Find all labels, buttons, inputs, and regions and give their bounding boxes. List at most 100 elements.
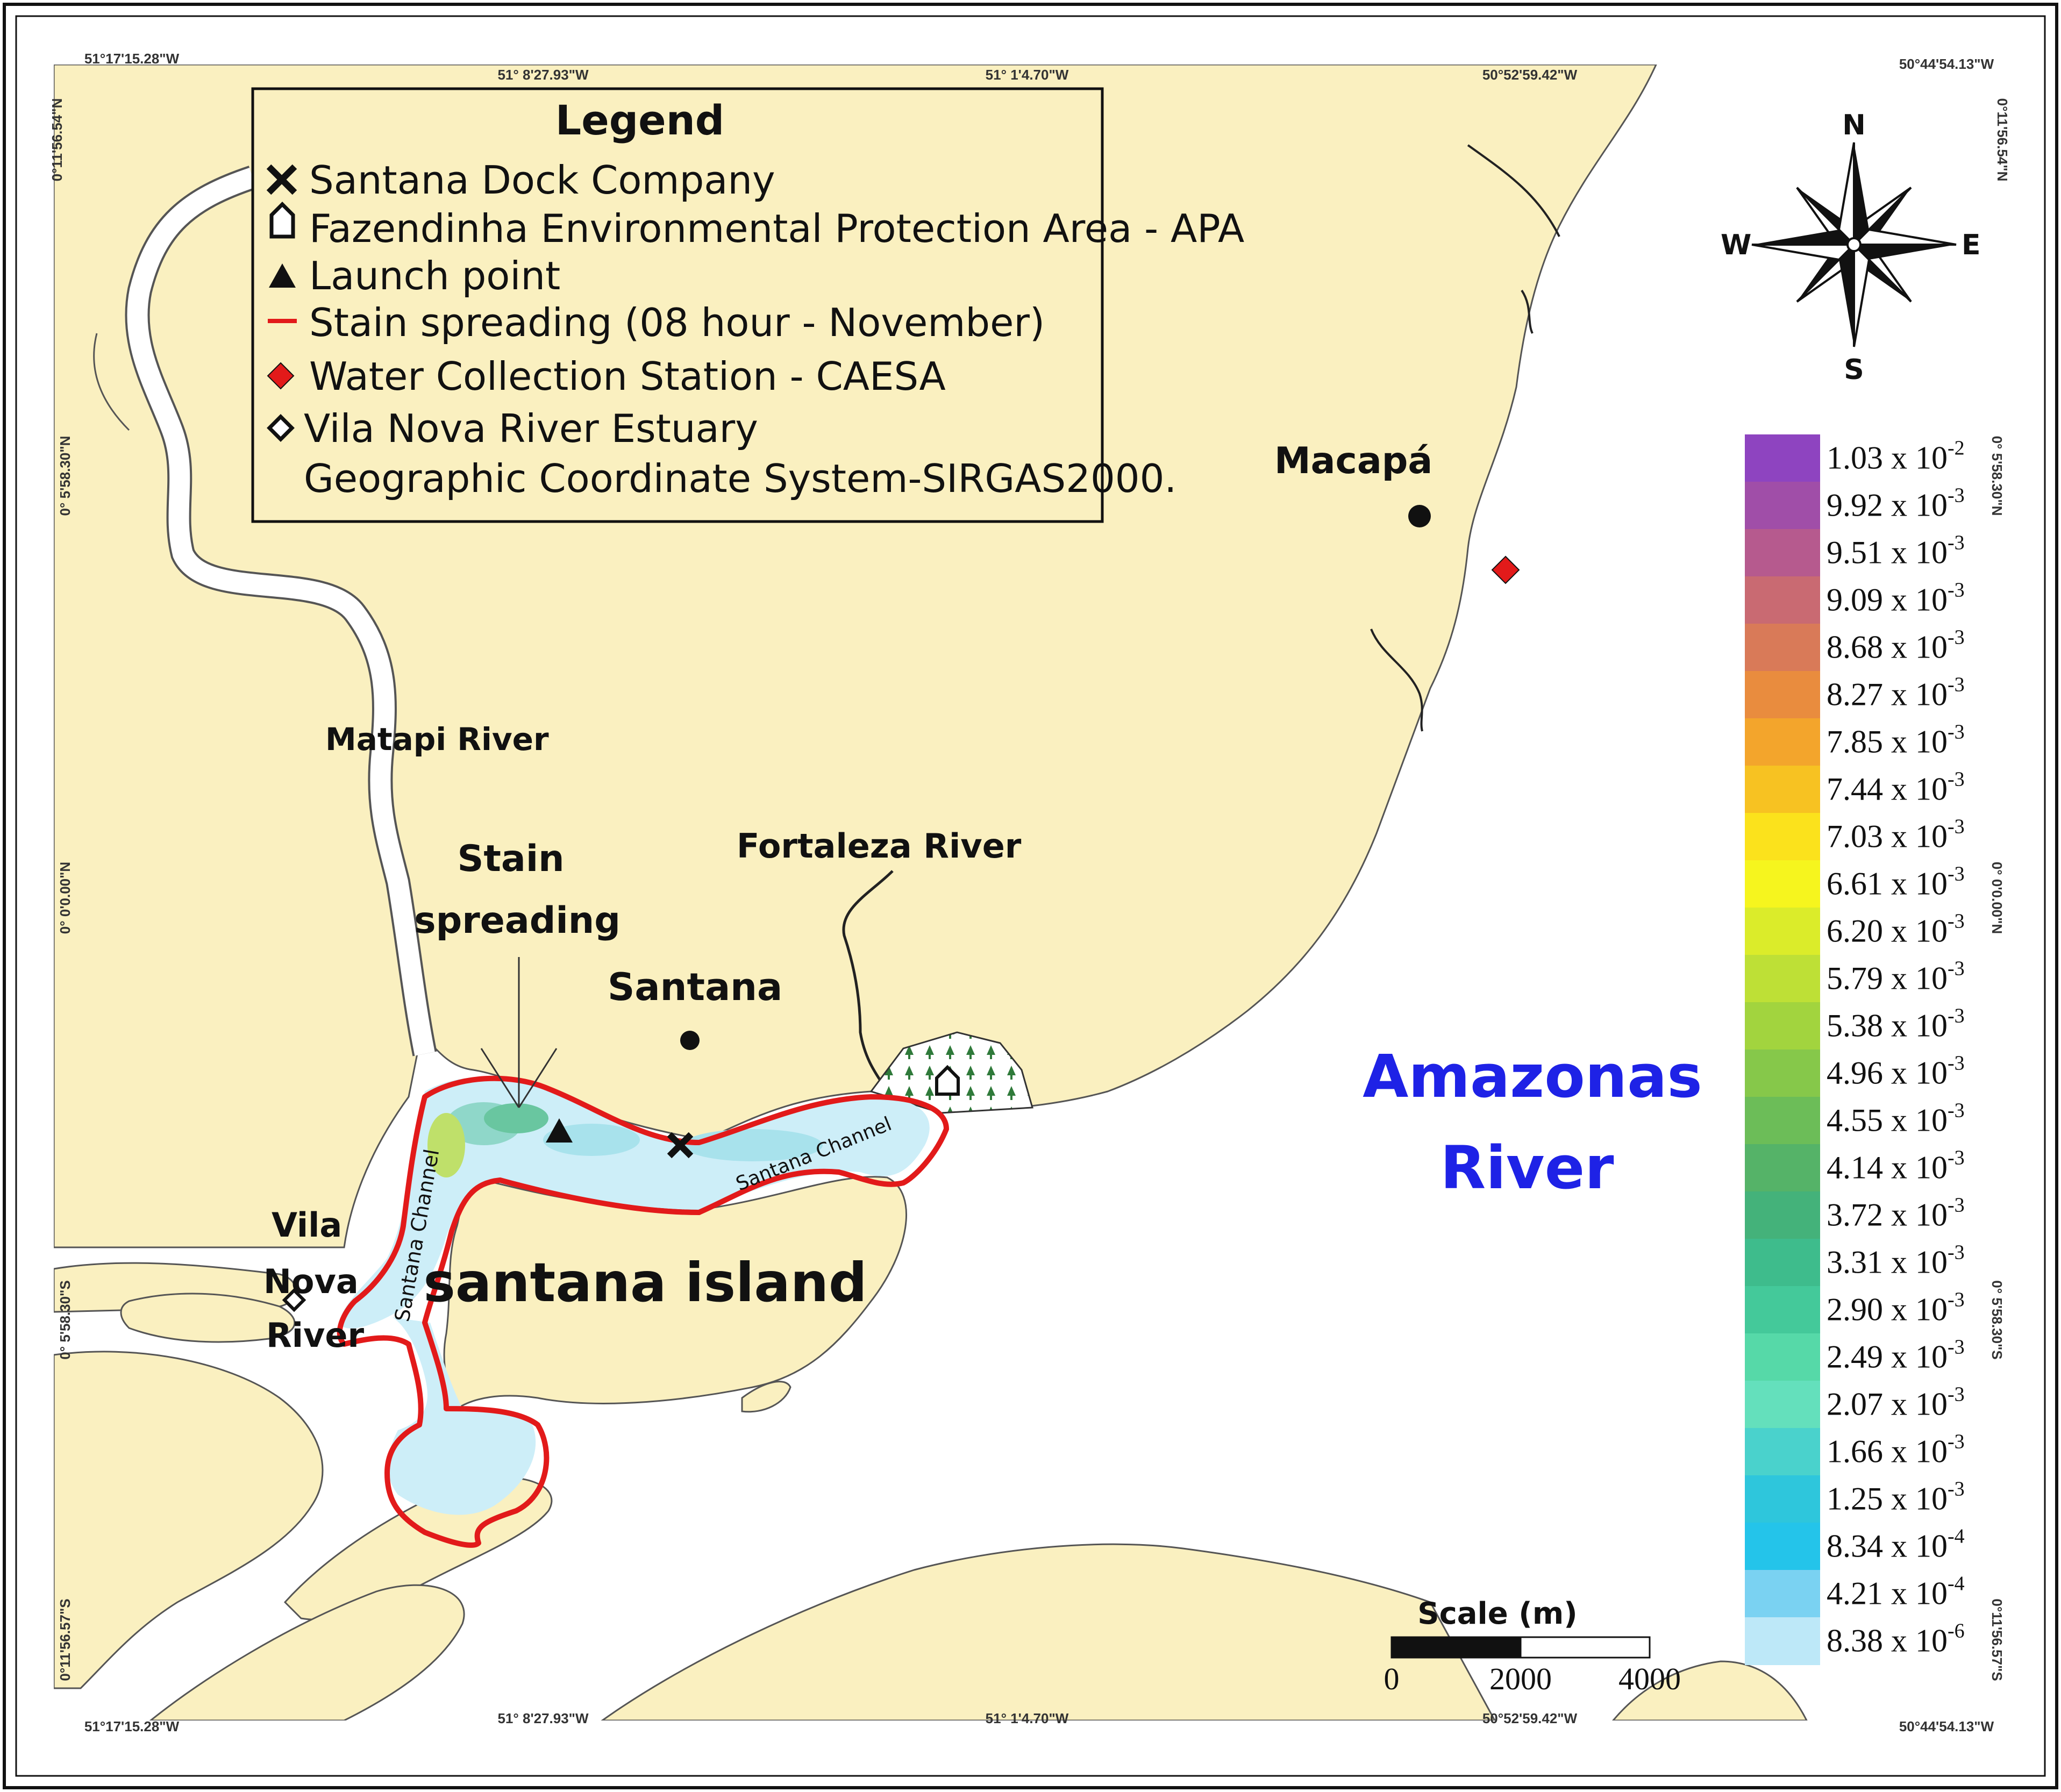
colorbar-swatch (1745, 434, 1820, 482)
colorbar-swatch (1745, 1239, 1820, 1287)
colorbar-label: 7.85 x 10-3 (1827, 720, 1965, 759)
coord-left-4: 0° 5'58.30"S (57, 1280, 73, 1359)
coord-left-5: 0°11'56.57"S (57, 1598, 73, 1681)
legend-label-launch: Launch point (309, 253, 560, 298)
map-body (54, 65, 2006, 1720)
colorbar-label: 4.21 x 10-4 (1827, 1572, 1965, 1611)
stain-plume (339, 1076, 930, 1515)
compass-s: S (1844, 354, 1864, 386)
colorbar-label: 8.38 x 10-6 (1827, 1619, 1965, 1658)
colorbar-swatch (1745, 1617, 1820, 1665)
small-island-1 (741, 1381, 791, 1413)
colorbar-label: 6.61 x 10-3 (1827, 862, 1965, 901)
colorbar-label: 3.31 x 10-3 (1827, 1241, 1965, 1280)
colorbar-swatch (1745, 482, 1820, 530)
scale-title: Scale (m) (1417, 1596, 1578, 1631)
stream-3 (1521, 289, 1534, 334)
stream-1 (1467, 144, 1560, 237)
santana-island-label: santana island (423, 1251, 867, 1314)
coord-right-4: 0° 5'58.30"S (1989, 1280, 2005, 1359)
matapi-river-inner (127, 167, 435, 1056)
colorbar-swatch (1745, 1097, 1820, 1145)
legend-launch-icon (269, 263, 296, 288)
stain-spreading-arrow (480, 957, 558, 1108)
colorbar-label: 1.25 x 10-3 (1827, 1477, 1965, 1516)
south-island-4 (1612, 1660, 1808, 1720)
scale-label-2000: 2000 (1489, 1661, 1552, 1696)
scale-label-4000: 4000 (1618, 1661, 1681, 1696)
stain-spreading-label-2: spreading (414, 899, 621, 942)
colorbar-swatch (1745, 1144, 1820, 1192)
colorbar-swatch (1745, 1428, 1820, 1476)
colorbar-label: 9.09 x 10-3 (1827, 579, 1965, 617)
coord-bottom-3: 51° 1'4.70"W (986, 1710, 1069, 1726)
macapa-city-dot (1408, 505, 1431, 527)
legend-label-station: Water Collection Station - CAESA (309, 354, 946, 399)
vila-nova-label-1: Vila (272, 1205, 342, 1245)
colorbar-swatch (1745, 1475, 1820, 1523)
legend-estuary-icon (267, 414, 295, 442)
legend-label-stain: Stain spreading (08 hour - November) (309, 300, 1045, 345)
vila-nova-label-3: River (266, 1316, 364, 1355)
coord-bottom-4: 50°52'59.42"W (1482, 1710, 1578, 1726)
macapa-label: Macapá (1274, 440, 1432, 482)
south-island-2 (149, 1584, 465, 1720)
fortaleza-river (842, 870, 894, 1093)
matapi-river-label: Matapi River (325, 721, 549, 758)
coord-left-1: 0°11'56.54"N (49, 98, 65, 182)
stain-spreading-label-1: Stain (457, 838, 564, 880)
colorbar-swatch (1745, 1286, 1820, 1334)
colorbar-swatch (1745, 576, 1820, 624)
colorbar-label: 8.34 x 10-4 (1827, 1525, 1965, 1563)
colorbar-label: 2.07 x 10-3 (1827, 1383, 1965, 1422)
coord-left-3: 0° 0'0.00"N (57, 862, 73, 934)
coord-left-2: 0° 5'58.30"N (57, 436, 73, 516)
colorbar-label: 7.44 x 10-3 (1827, 768, 1965, 806)
colorbar-swatch (1745, 1333, 1820, 1381)
coord-right-3: 0° 0'0.00"N (1989, 862, 2005, 934)
colorbar-swatch (1745, 529, 1820, 577)
colorbar-label: 8.68 x 10-3 (1827, 626, 1965, 665)
compass-n: N (1842, 109, 1866, 141)
legend-crs-note: Geographic Coordinate System-SIRGAS2000. (304, 456, 1176, 501)
coord-right-2: 0° 5'58.30"N (1989, 436, 2005, 516)
colorbar-label: 9.51 x 10-3 (1827, 531, 1965, 570)
legend-dock-icon (266, 164, 297, 195)
vila-nova-estuary-marker (282, 1288, 306, 1312)
colorbar-label: 1.66 x 10-3 (1827, 1430, 1965, 1469)
stream-2 (1370, 629, 1423, 732)
colorbar-label: 2.49 x 10-3 (1827, 1336, 1965, 1374)
coord-top-4: 50°52'59.42"W (1482, 67, 1578, 83)
scale-label-0: 0 (1384, 1661, 1400, 1696)
vila-nova-label-2: Nova (263, 1262, 359, 1301)
coord-top-3: 51° 1'4.70"W (986, 67, 1069, 83)
launch-point-marker (546, 1118, 573, 1143)
coord-top-1: 51°17'15.28"W (84, 51, 180, 67)
santana-island (443, 1176, 907, 1410)
colorbar-label: 7.03 x 10-3 (1827, 815, 1965, 854)
colorbar-label: 4.55 x 10-3 (1827, 1099, 1965, 1138)
colorbar-swatch (1745, 860, 1820, 908)
grid-coordinates: 51°17'15.28"W 51° 8'27.93"W 51° 1'4.70"W… (49, 51, 2010, 1734)
coord-top-2: 51° 8'27.93"W (497, 67, 589, 83)
legend-station-icon (267, 362, 295, 390)
caesa-station-marker (1491, 555, 1520, 584)
coord-bottom-2: 51° 8'27.93"W (497, 1710, 589, 1726)
colorbar-swatch (1745, 813, 1820, 861)
compass-star-cardinal (1751, 142, 1957, 347)
scale-segment-black (1390, 1636, 1522, 1659)
colorbar-swatch (1745, 1002, 1820, 1050)
colorbar-swatch (1745, 1570, 1820, 1618)
amazonas-river-label-1: Amazonas (1363, 1042, 1702, 1111)
compass-w: W (1721, 229, 1751, 261)
inner-frame (15, 15, 2046, 1777)
stain-outline (337, 1075, 949, 1548)
west-island (120, 1293, 296, 1343)
colorbar-label: 4.14 x 10-3 (1827, 1146, 1965, 1185)
colorbar-swatch (1745, 718, 1820, 766)
santana-city-dot (680, 1031, 700, 1050)
dock-company-marker (667, 1132, 694, 1159)
colorbar-label: 2.90 x 10-3 (1827, 1288, 1965, 1327)
fortaleza-river-label: Fortaleza River (737, 826, 1022, 866)
colorbar-label: 5.38 x 10-3 (1827, 1004, 1965, 1043)
